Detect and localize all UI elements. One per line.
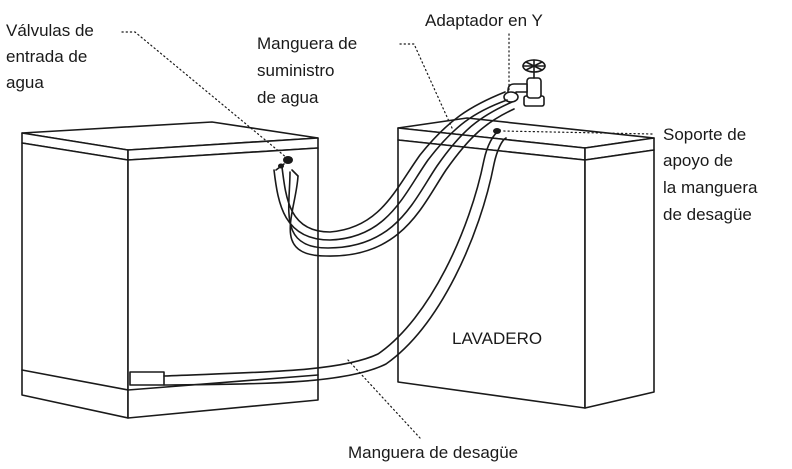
washer-cabinet — [21, 121, 319, 419]
inlet-valve-1 — [283, 156, 293, 164]
leader-lines — [121, 31, 653, 439]
svg-text:Soporte de: Soporte de — [663, 125, 746, 144]
washer-left-side — [21, 142, 129, 419]
sink-side — [584, 149, 655, 409]
label-drain-hose: Manguera de desagüe — [348, 443, 518, 462]
washer-drain-outlet — [129, 371, 165, 386]
svg-text:Manguera de: Manguera de — [257, 34, 357, 53]
svg-text:Adaptador en Y: Adaptador en Y — [425, 11, 543, 30]
label-inlet-valves: Válvulas de entrada de agua — [6, 21, 94, 92]
label-y-adapter: Adaptador en Y — [425, 11, 543, 30]
sink-cabinet: LAVADERO — [397, 117, 655, 409]
washer-front — [127, 147, 319, 419]
svg-text:la manguera: la manguera — [663, 178, 758, 197]
svg-text:de desagüe: de desagüe — [663, 205, 752, 224]
svg-text:apoyo de: apoyo de — [663, 151, 733, 170]
svg-text:entrada de: entrada de — [6, 47, 87, 66]
sink-label: LAVADERO — [452, 329, 542, 348]
svg-text:agua: agua — [6, 73, 44, 92]
label-supply-hose: Manguera de suministro de agua — [257, 34, 357, 107]
drain-hose-support — [493, 128, 501, 134]
supply-hoses — [273, 91, 515, 257]
drain-hose — [163, 128, 507, 386]
sink-front — [397, 139, 586, 409]
svg-text:Válvulas de: Válvulas de — [6, 21, 94, 40]
label-drain-support: Soporte de apoyo de la manguera de desag… — [663, 125, 758, 224]
svg-text:suministro: suministro — [257, 61, 334, 80]
svg-text:de agua: de agua — [257, 88, 319, 107]
faucet — [503, 59, 546, 107]
svg-text:Manguera de desagüe: Manguera de desagüe — [348, 443, 518, 462]
